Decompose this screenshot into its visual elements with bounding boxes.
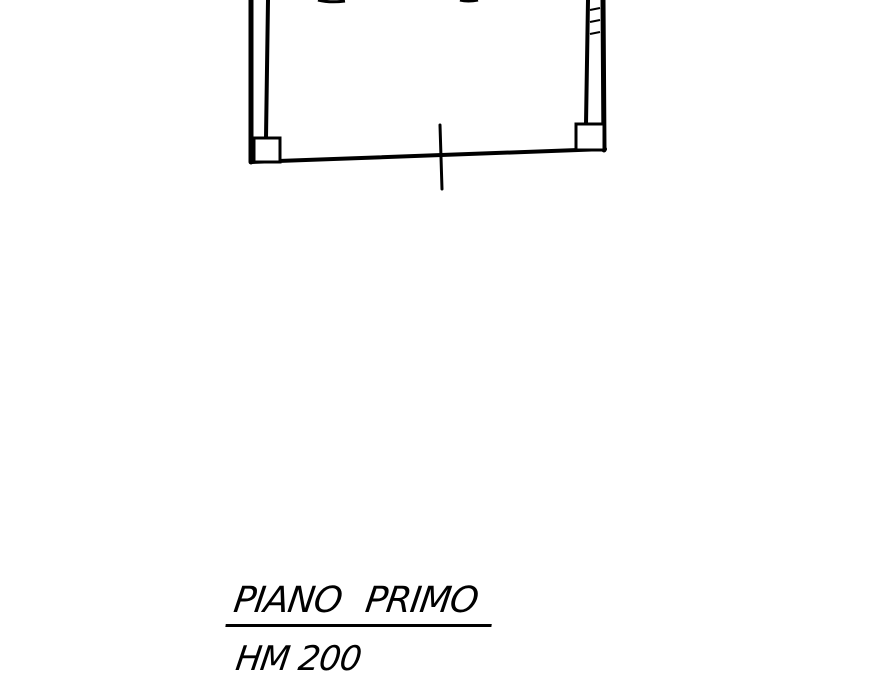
height-note-label: HM 200 — [233, 639, 364, 679]
column-bottom-left — [252, 136, 282, 164]
room-left-wall — [248, 0, 270, 165]
axis-tick-mark — [438, 123, 444, 191]
top-fragment — [317, 0, 479, 4]
room-bottom-wall — [250, 147, 607, 164]
right-wall-hatch — [589, 7, 601, 35]
floor-name-underline — [225, 624, 493, 627]
floor-name-text: PIANO PRIMO — [231, 580, 481, 621]
column-bottom-right — [574, 122, 606, 152]
floor-name-label: PIANO PRIMO — [225, 580, 493, 627]
